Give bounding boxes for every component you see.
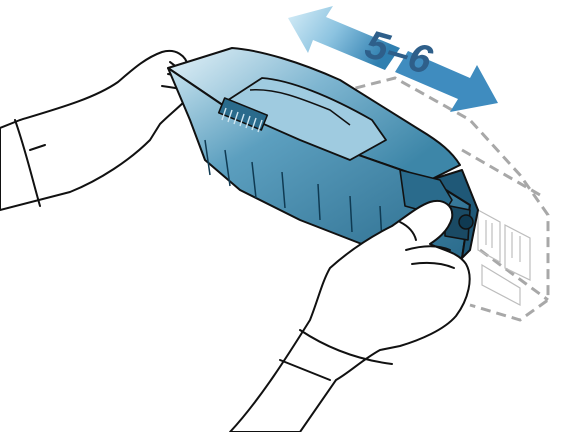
printer-slot-detail bbox=[478, 210, 530, 305]
step-number-label: 5–6 bbox=[360, 22, 437, 83]
